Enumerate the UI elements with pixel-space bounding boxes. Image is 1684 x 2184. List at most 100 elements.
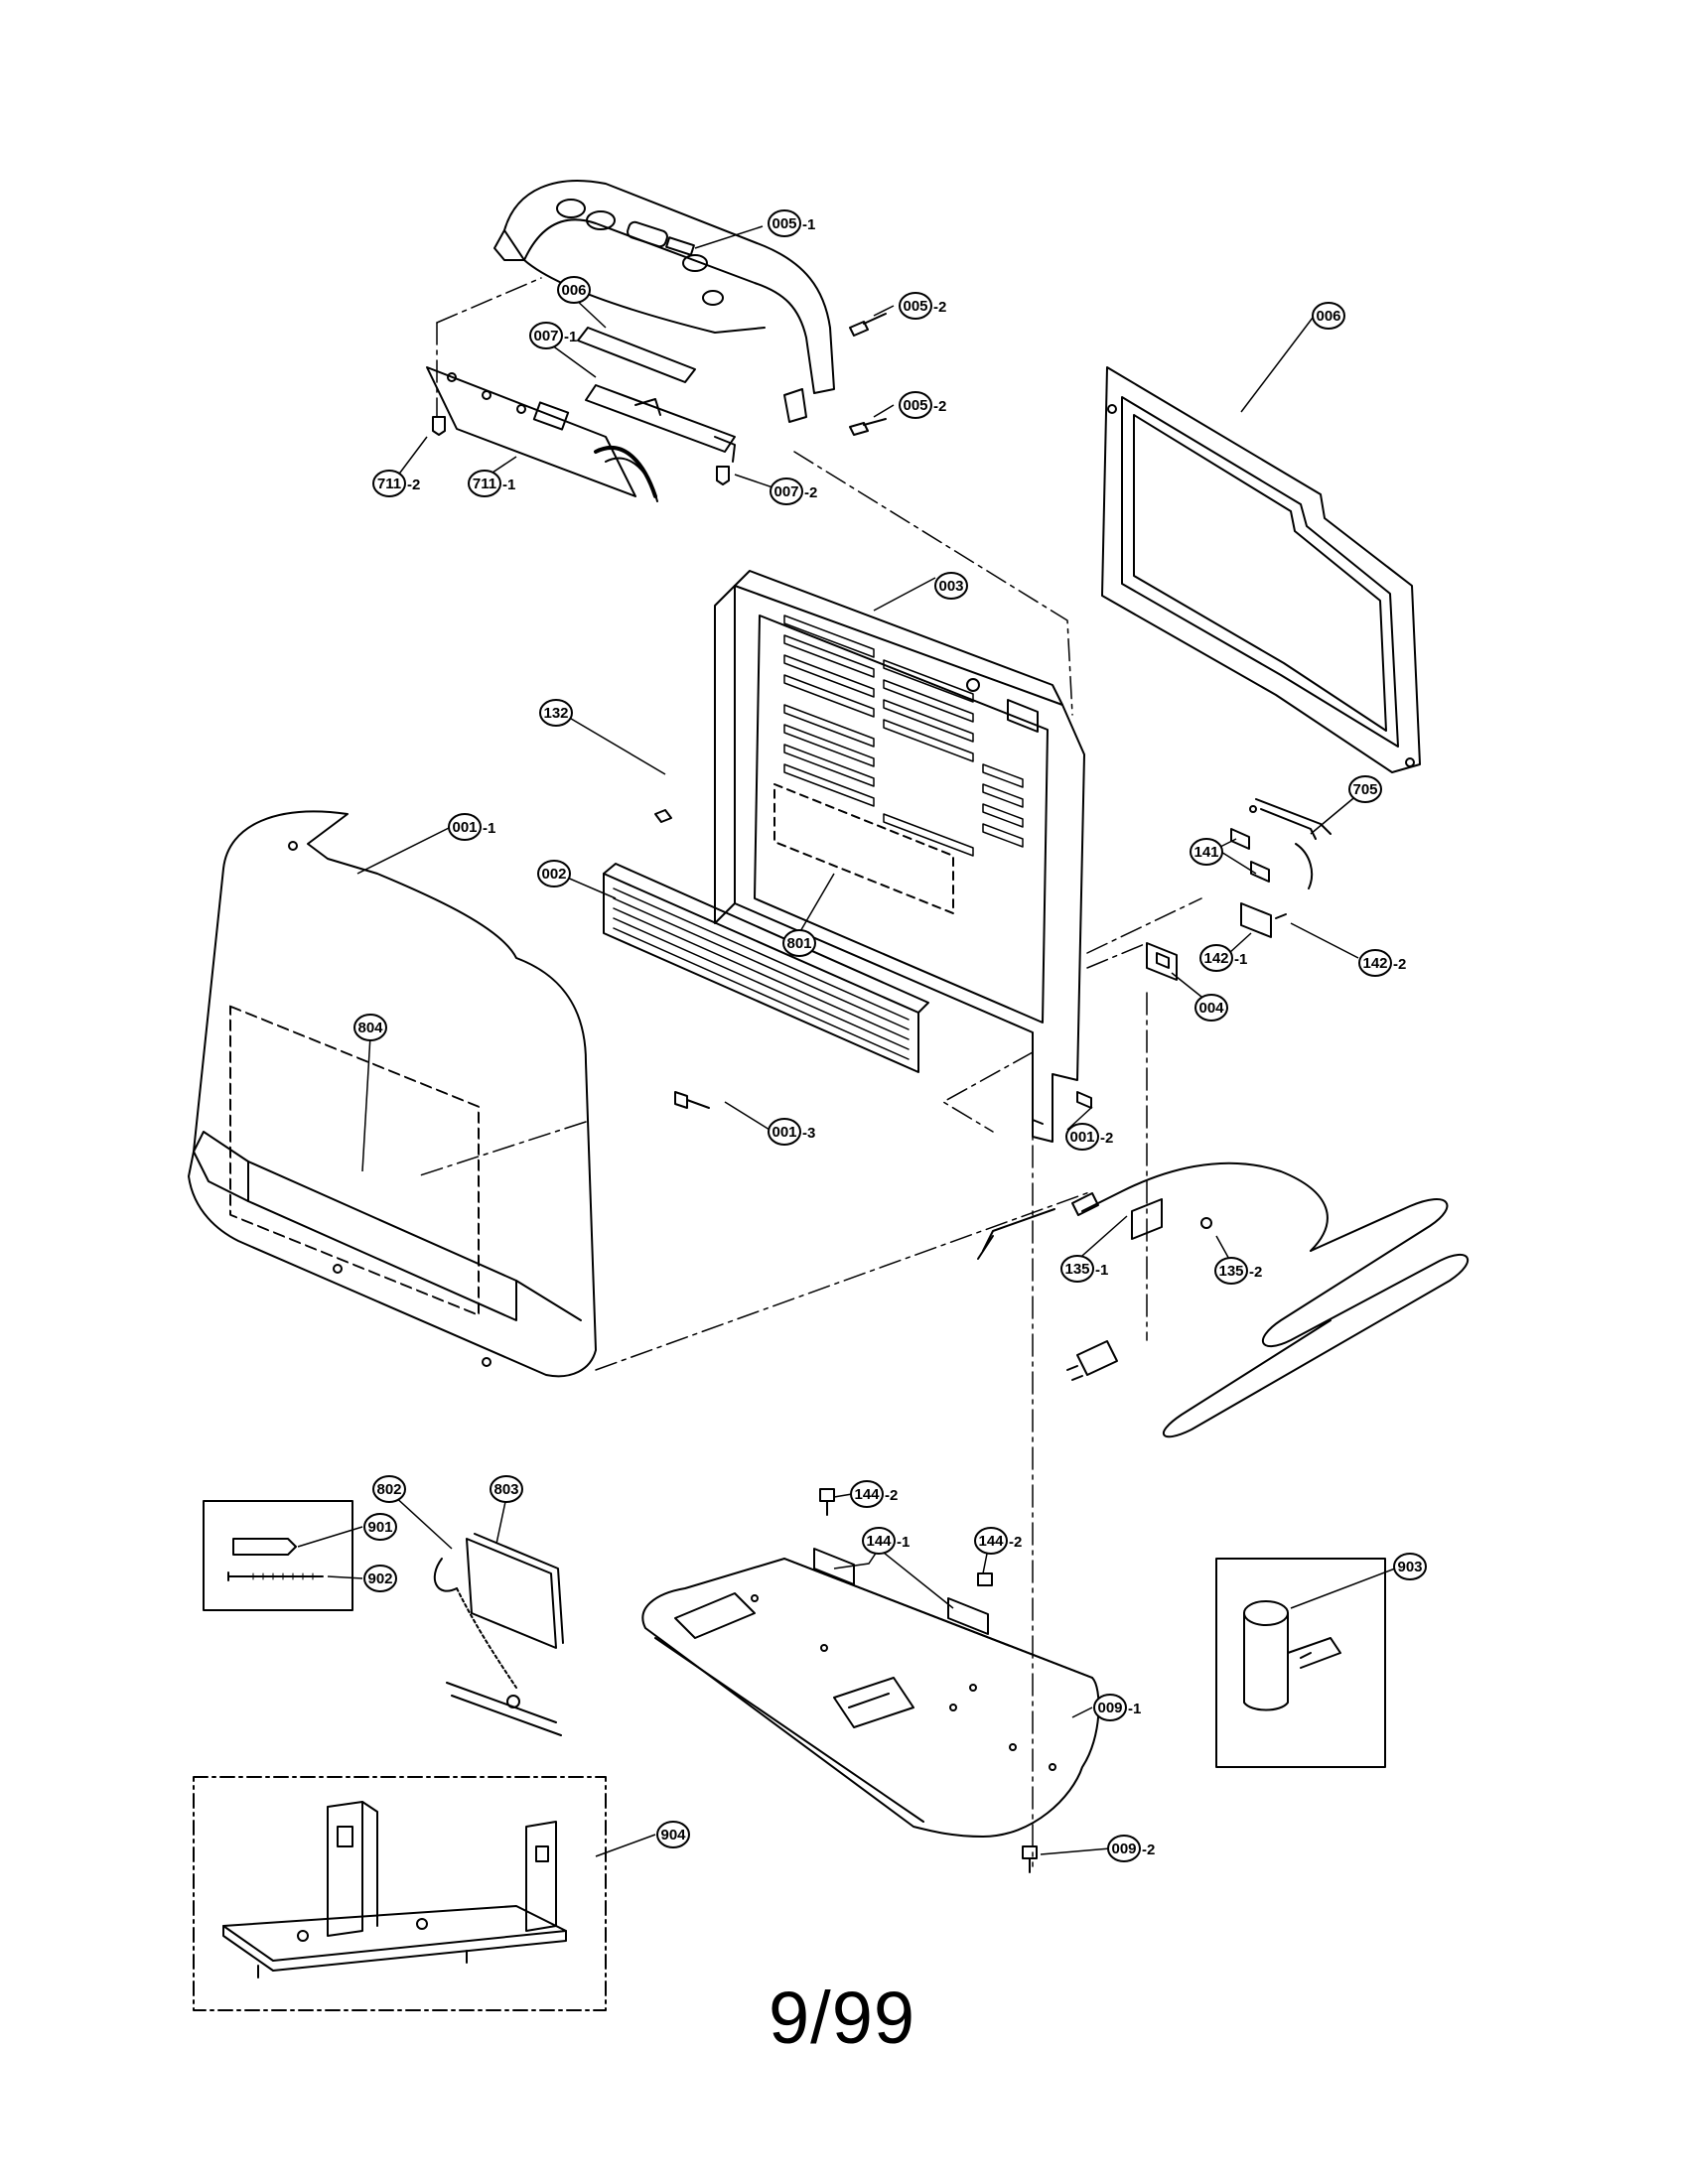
callout-suffix: -1 — [802, 216, 815, 233]
callout-number: 009 — [1097, 1700, 1122, 1716]
callout-001-3: 001 -3 — [768, 1118, 815, 1146]
callout-number: 001 — [772, 1124, 796, 1141]
bracket-plate-part — [577, 327, 736, 463]
callout-suffix: -1 — [502, 477, 515, 493]
callout-144-1: 144-1 — [862, 1527, 910, 1555]
callout-number: 135 — [1218, 1263, 1243, 1280]
callout-number: 904 — [660, 1827, 686, 1843]
base-plate — [641, 1548, 1100, 1838]
callout-suffix: -1 — [1128, 1701, 1141, 1717]
manual-tag — [433, 1533, 564, 1736]
callout-suffix: -2 — [933, 398, 946, 415]
screws-side — [654, 809, 1092, 1125]
callout-bubble — [468, 470, 501, 497]
callout-bubble — [1060, 1255, 1094, 1283]
callout-bubble — [862, 1527, 896, 1555]
callout-number: 001 — [452, 819, 477, 836]
callout-135-1: 135-1 — [1060, 1255, 1108, 1283]
callout-number: 005 — [903, 298, 927, 315]
callout-141: 141 — [1190, 838, 1223, 866]
callout-803: 803 — [490, 1475, 523, 1503]
callout-802: 802 — [372, 1475, 406, 1503]
callout-003: 003 — [934, 572, 968, 600]
callout-bubble — [768, 209, 801, 237]
front-grille — [603, 863, 929, 1073]
callout-number: 141 — [1193, 844, 1218, 861]
page-footer-date: 9/99 — [768, 1977, 916, 2059]
callout-bubble — [974, 1527, 1008, 1555]
callout-suffix: -2 — [407, 477, 420, 493]
callout-suffix: -3 — [802, 1125, 815, 1142]
callout-number: 705 — [1352, 781, 1377, 798]
back-cover-frame — [1101, 366, 1421, 773]
callout-007-2: 007 -2 — [770, 478, 817, 505]
callout-number: 142 — [1203, 950, 1228, 967]
callout-bubble — [372, 470, 406, 497]
callout-suffix: -2 — [1393, 956, 1406, 973]
callout-bubble — [1199, 944, 1233, 972]
callout-bubble — [539, 699, 573, 727]
callout-711-1: 711 -1 — [468, 470, 515, 497]
callout-number: 005 — [903, 397, 927, 414]
callout-135-2: 135 -2 — [1214, 1257, 1262, 1285]
callout-number: 901 — [367, 1519, 392, 1536]
callout-number: 903 — [1397, 1559, 1422, 1575]
callout-bubble — [1214, 1257, 1248, 1285]
callout-142-1: 142-1 — [1199, 944, 1247, 972]
callout-bubble — [1194, 994, 1228, 1022]
callout-bubble — [1393, 1553, 1427, 1580]
callout-001-2: 001-2 — [1065, 1123, 1113, 1151]
callout-006a: 006 — [557, 276, 591, 304]
screws-top — [432, 313, 887, 485]
callout-bubble — [934, 572, 968, 600]
callout-suffix: -1 — [1095, 1262, 1108, 1279]
callout-bubble — [1093, 1694, 1127, 1721]
control-board-part — [426, 366, 658, 502]
callout-suffix: -1 — [564, 329, 577, 345]
callout-number: 801 — [786, 935, 811, 952]
callout-number: 144 — [854, 1486, 880, 1503]
callout-904: 904 — [656, 1821, 690, 1848]
anchor-kit-box — [203, 1500, 353, 1611]
valve-box — [1215, 1558, 1386, 1768]
callout-bubble — [768, 1118, 801, 1146]
callout-902: 902 — [363, 1565, 397, 1592]
callout-bubble — [363, 1565, 397, 1592]
callout-006b: 006 — [1312, 302, 1345, 330]
callout-144-2a: 144-2 — [850, 1480, 898, 1508]
callout-number: 711 — [473, 476, 496, 492]
top-handle-part — [493, 180, 835, 423]
callout-001-1: 001-1 — [448, 813, 495, 841]
callout-number: 142 — [1362, 955, 1387, 972]
callout-number: 002 — [541, 866, 566, 883]
callout-number: 144 — [866, 1533, 892, 1550]
callout-132: 132 — [539, 699, 573, 727]
main-body-panel — [714, 570, 1085, 1143]
callout-bubble — [1312, 302, 1345, 330]
callout-number: 001 — [1069, 1129, 1094, 1146]
assembly-lines — [416, 277, 1202, 1867]
power-cord — [977, 1161, 1470, 1438]
callout-number: 007 — [773, 483, 798, 500]
callout-005-1: 005-1 — [768, 209, 815, 237]
callout-number: 009 — [1111, 1841, 1136, 1857]
callout-705: 705 — [1348, 775, 1382, 803]
callout-bubble — [1358, 949, 1392, 977]
callout-005-2a: 005 -2 — [899, 292, 946, 320]
callout-009-1: 009 -1 — [1093, 1694, 1141, 1721]
callout-bubble — [557, 276, 591, 304]
callout-bubble — [656, 1821, 690, 1848]
callout-bubble — [529, 322, 563, 349]
callout-suffix: -2 — [1142, 1842, 1155, 1858]
callout-bubble — [1190, 838, 1223, 866]
callout-number: 711 — [377, 476, 401, 492]
callout-bubble — [490, 1475, 523, 1503]
callout-number: 006 — [561, 282, 586, 299]
callout-bubble — [363, 1513, 397, 1541]
callout-bubble — [770, 478, 803, 505]
callout-suffix: -2 — [804, 484, 817, 501]
callout-bubble — [1348, 775, 1382, 803]
callout-suffix: -2 — [1249, 1264, 1262, 1281]
callout-suffix: -2 — [933, 299, 946, 316]
